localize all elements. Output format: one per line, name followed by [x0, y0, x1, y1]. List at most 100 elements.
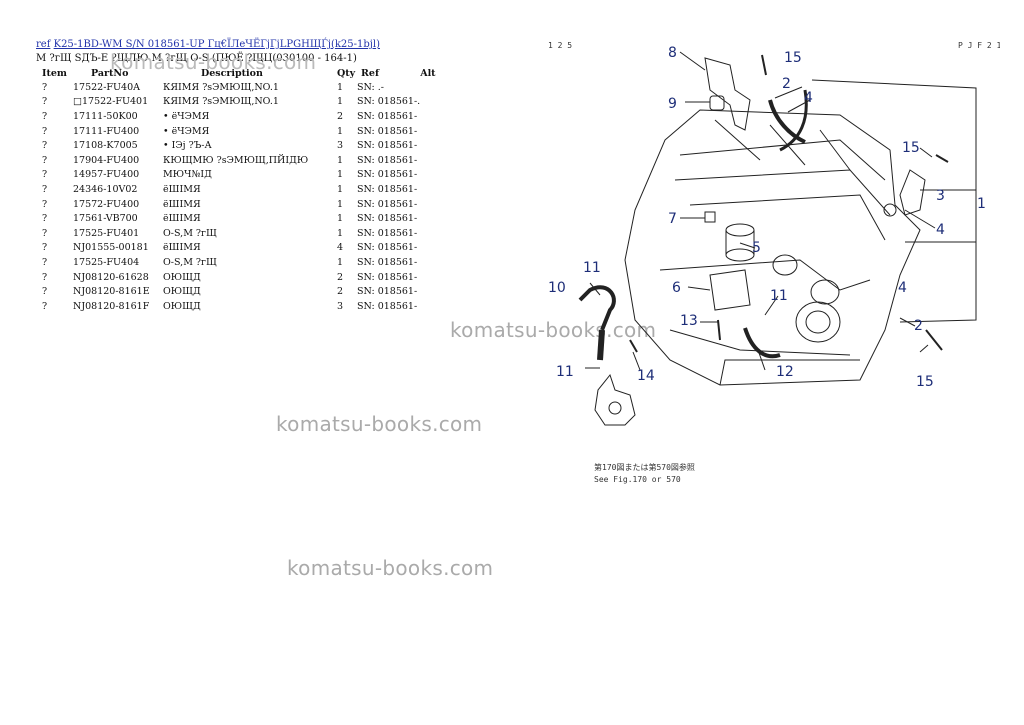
cell-item: ? [42, 242, 48, 254]
cell-alt [420, 168, 450, 183]
callout-11: 11 [583, 260, 601, 276]
cell-description: ёШІМЯ [163, 183, 201, 195]
cell-qty: 1 [337, 213, 344, 225]
diagram-caption-japanese: 第170図または第570図参照 [594, 462, 695, 472]
cell-qty: 3 [337, 300, 344, 312]
cell-ref: SN: 018561- [357, 286, 418, 298]
page-subtitle: М ?гЩ SДЪ-Е ?ЩЛЮ М ?гЩ О-S (ПЮЁ ?ЩЦ(0301… [36, 53, 357, 64]
callout-4: 4 [898, 280, 907, 296]
cell-partno: 17904-FU400 [73, 154, 140, 166]
callout-11: 11 [770, 288, 788, 304]
cell-qty: 1 [337, 96, 344, 108]
cell-item: ? [42, 81, 48, 93]
callout-6: 6 [672, 280, 681, 296]
cell-description: О-S,М ?гЩ [163, 227, 217, 239]
cell-description: О-S,М ?гЩ [163, 256, 217, 268]
cell-item: ? [42, 169, 48, 181]
callout-2: 2 [782, 76, 791, 92]
cell-partno: 17525-FU401 [73, 227, 140, 239]
cell-ref: SN: 018561- [357, 198, 418, 210]
col-header-item: Item [42, 67, 67, 79]
col-header-qty: Qty [337, 67, 356, 79]
table-row: ? 17111-50K00 • ёЧЭМЯ 2 SN: 018561- [36, 109, 450, 124]
cell-item: ? [42, 183, 48, 195]
cell-item: ? [42, 96, 48, 108]
cell-qty: 2 [337, 110, 344, 122]
callout-1: 1 [977, 196, 986, 212]
col-header-alt: Alt [420, 67, 436, 79]
cell-description: • ёЧЭМЯ [163, 110, 210, 122]
callout-15: 15 [916, 374, 934, 390]
cell-alt [420, 182, 450, 197]
cell-alt [420, 138, 450, 153]
callout-12: 12 [776, 364, 794, 380]
cell-partno: 17108-K7005 [73, 140, 138, 152]
cell-item: ? [42, 140, 48, 152]
cell-alt [420, 284, 450, 299]
callout-4: 4 [936, 222, 945, 238]
breadcrumb-model-link[interactable]: K25-1BD-WM S/N 018561-UP Гц€ЇЛеЧЁГјГјLPG… [53, 39, 380, 50]
cell-ref: SN: 018561- [357, 125, 418, 137]
cell-description: КЯІМЯ ?sЭМЮЩ,NO.1 [163, 96, 279, 108]
cell-alt [420, 226, 450, 241]
cell-qty: 1 [337, 125, 344, 137]
callout-15: 15 [784, 50, 802, 66]
cell-partno: 17111-50K00 [73, 110, 138, 122]
cell-qty: 1 [337, 198, 344, 210]
cell-description: ёШІМЯ [163, 242, 201, 254]
cell-partno: 17111-FU400 [73, 125, 140, 137]
cell-description: ОЮЩД [163, 300, 201, 312]
cell-partno: 17525-FU404 [73, 256, 140, 268]
cell-description: ОЮЩД [163, 271, 201, 283]
parts-diagram: 1 2 5 P J F 2 1 [548, 41, 1000, 484]
breadcrumb-ref-link[interactable]: ref [36, 39, 51, 50]
cell-item: ? [42, 256, 48, 268]
callout-2: 2 [914, 318, 923, 334]
cell-partno: NJ08120-61628 [73, 271, 149, 283]
cell-partno: 17522-FU40A [73, 81, 140, 93]
cell-alt [420, 109, 450, 124]
cell-qty: 1 [337, 183, 344, 195]
cell-qty: 1 [337, 81, 344, 93]
cell-alt [420, 299, 450, 314]
cell-qty: 1 [337, 256, 344, 268]
cell-alt [420, 211, 450, 226]
diagram-callouts: 1 2 2 3 4 4 4 5 6 7 8 9 10 11 11 11 12 1… [548, 45, 986, 390]
cell-item: ? [42, 198, 48, 210]
callout-15: 15 [902, 140, 920, 156]
cell-item: ? [42, 110, 48, 122]
cell-description: КЯІМЯ ?sЭМЮЩ,NO.1 [163, 81, 279, 93]
cell-item: ? [42, 125, 48, 137]
callout-10: 10 [548, 280, 566, 296]
callout-9: 9 [668, 96, 677, 112]
diagram-corner-label-right: P J F 2 1 [958, 41, 1000, 50]
cell-ref: SN: 018561- [357, 169, 418, 181]
cell-item: ? [42, 213, 48, 225]
cell-partno: 14957-FU400 [73, 169, 140, 181]
table-header-row: Item PartNo Description Qty Ref Alt [36, 66, 450, 80]
cell-qty: 3 [337, 140, 344, 152]
cell-alt [420, 153, 450, 168]
cell-item: ? [42, 271, 48, 283]
cell-ref: SN: 018561- [357, 183, 418, 195]
watermark: komatsu-books.com [450, 318, 657, 342]
callout-11: 11 [556, 364, 574, 380]
cell-ref: SN: 018561- [357, 110, 418, 122]
cell-ref: SN: 018561- [357, 154, 418, 166]
cell-alt [420, 124, 450, 139]
cell-alt [420, 241, 450, 256]
cell-qty: 1 [337, 154, 344, 166]
col-header-ref: Ref [361, 67, 380, 79]
watermark: komatsu-books.com [287, 556, 494, 580]
